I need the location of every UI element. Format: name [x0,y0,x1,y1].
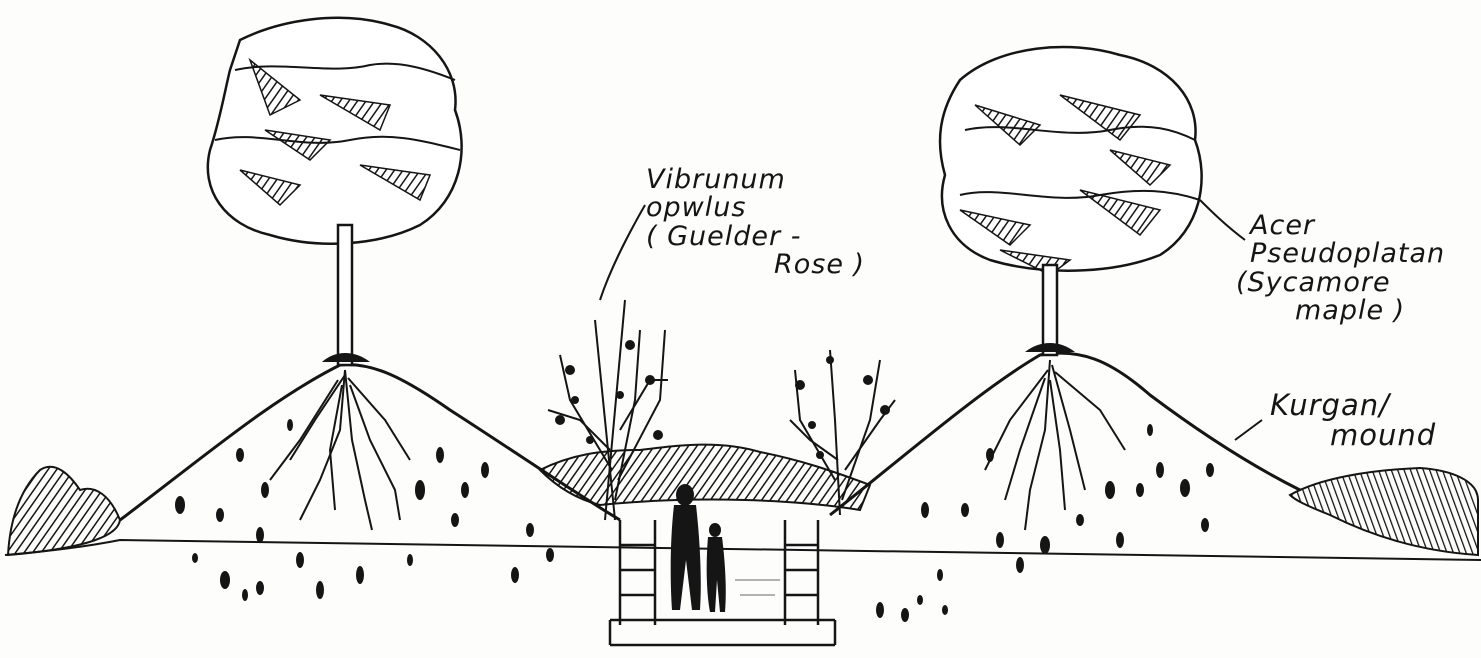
right-shrub-leaves [795,356,890,459]
ground-line [5,540,1481,560]
left-mound [120,365,620,601]
right-bush [1290,468,1478,555]
left-shrub-leaves [555,340,663,444]
label-kurgan-line2: mound [1270,420,1436,450]
right-tree [940,47,1202,355]
leader-kurgan [1235,420,1262,440]
label-viburnum-line2: opwlus [646,194,865,222]
label-viburnum-line1: Vibrunum [646,166,865,194]
label-acer-line1: Acer [1250,212,1445,240]
label-viburnum-line3: ( Guelder - [646,223,865,251]
left-bush [8,467,120,555]
label-acer-line4: maple ) [1250,297,1445,325]
label-kurgan: Kurgan/ mound [1270,390,1436,451]
label-viburnum: Vibrunum opwlus ( Guelder - Rose ) [646,166,865,279]
label-acer: Acer Pseudoplatan (Sycamore maple ) [1250,212,1445,325]
leader-viburnum [600,205,645,300]
people [671,484,726,612]
label-viburnum-line4: Rose ) [646,251,865,279]
leader-acer [1200,200,1245,240]
label-acer-line2: Pseudoplatan [1250,240,1445,268]
label-kurgan-line1: Kurgan/ [1270,390,1436,420]
right-mound [830,353,1300,622]
label-acer-line3: (Sycamore [1236,269,1445,297]
left-tree [208,18,462,365]
